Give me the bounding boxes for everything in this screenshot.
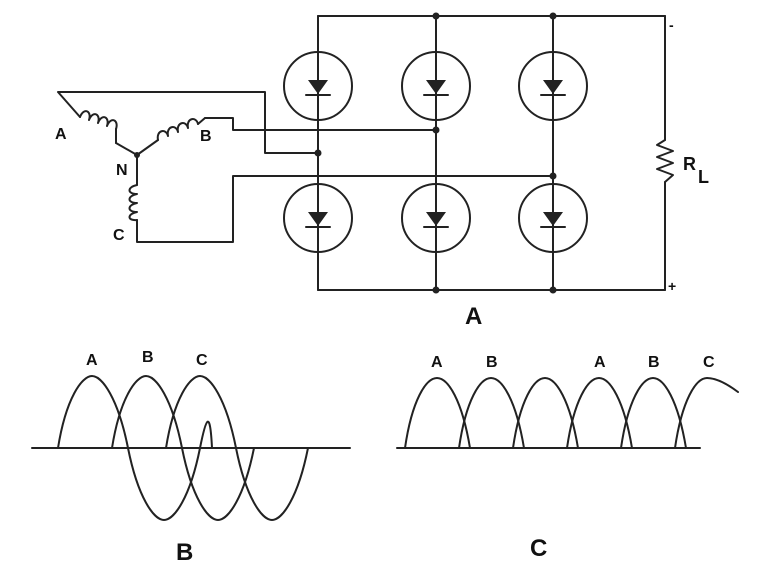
wave-c-label-b2: B xyxy=(648,354,660,371)
diode-upper-2 xyxy=(401,51,471,121)
minus-terminal: - xyxy=(669,17,674,33)
neutral-label: N xyxy=(116,162,128,179)
waveform-b: A B C B xyxy=(31,349,351,566)
diode-lower-2 xyxy=(401,183,471,253)
junction-dots xyxy=(134,12,557,294)
diode-lower-3 xyxy=(518,183,588,253)
neutral-to-a xyxy=(115,142,138,156)
caption-b: B xyxy=(176,539,193,566)
diode-upper-3 xyxy=(518,51,588,121)
diode-upper-1 xyxy=(283,51,353,121)
coil-c xyxy=(128,184,138,222)
neutral-to-b xyxy=(136,139,159,156)
coil-b xyxy=(156,117,206,141)
wave-b-label-c: C xyxy=(196,352,208,369)
phase-b-lead xyxy=(204,117,437,131)
rectifier-circuit: A B C N R L - + A xyxy=(55,12,709,330)
caption-a: A xyxy=(465,303,482,330)
caption-c: C xyxy=(530,535,547,562)
load-resistor xyxy=(656,139,674,183)
phase-c-label: C xyxy=(113,227,125,244)
wave-b-phase-c xyxy=(165,375,311,521)
wave-b-phase-b xyxy=(111,375,257,521)
load-label: R xyxy=(683,154,696,174)
load-subscript: L xyxy=(698,167,709,187)
phase-c-lead xyxy=(136,175,554,243)
phase-b-label: B xyxy=(200,128,212,145)
wave-c-label-c: C xyxy=(703,354,715,371)
wave-b-label-b: B xyxy=(142,349,154,366)
plus-terminal: + xyxy=(668,278,676,294)
wave-c-label-a2: A xyxy=(594,354,606,371)
waveform-c: A B A B C C xyxy=(396,354,739,562)
diode-lower-1 xyxy=(283,183,353,253)
wave-c-label-b1: B xyxy=(486,354,498,371)
wave-b-phase-a xyxy=(57,375,213,521)
phase-a-lead xyxy=(57,91,319,154)
phase-a-label: A xyxy=(55,126,67,143)
wave-c-label-a1: A xyxy=(431,354,443,371)
coil-a xyxy=(79,110,118,144)
wave-b-label-a: A xyxy=(86,352,98,369)
rectified-humps xyxy=(404,377,739,449)
